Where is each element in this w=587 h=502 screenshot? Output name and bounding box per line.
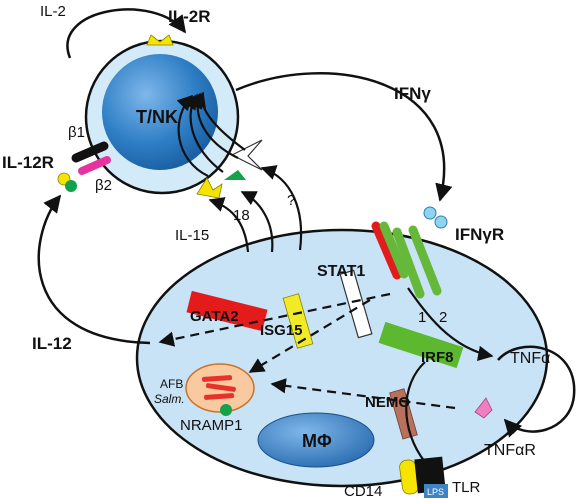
macrophage-nucleus [257,412,375,468]
dash-arrow-gata2 [158,292,391,347]
isg15-label: ISG15 [260,322,303,339]
stat1-label: STAT1 [317,263,365,280]
tnfa-label: TNFα [510,350,550,367]
tnk-label: T/NK [136,107,178,127]
ifng-arrow [235,72,453,202]
macrophage-label: MΦ [302,431,332,451]
il12r-beta2-chain [78,156,111,175]
irf8-bar [378,321,464,369]
macrophage-cell [135,228,549,488]
lps-box [424,484,448,498]
gata2-label: GATA2 [190,308,239,325]
ifngr-label: IFNγR [455,225,504,244]
ifngr-chain-2-label: 2 [439,309,447,326]
isg15-bar [282,293,314,349]
cd14-label: CD14 [344,483,382,500]
lps-label: LPS [427,487,444,497]
tnk-nucleus [102,54,218,170]
tnfa-loop-arrow [497,345,576,438]
unknown-receptor [230,139,263,171]
signal-arrow-4 [191,91,246,151]
nramp1-label: NRAMP1 [180,417,243,434]
question-label: ? [287,192,295,209]
il2r-receptor [146,34,174,46]
irf8-label: IRF8 [421,349,454,366]
il18-label: 18 [233,207,250,224]
ifng-ligand-1 [423,206,437,220]
ifngr-chain-4 [408,225,442,296]
beta2-label: β2 [95,177,112,194]
ifngr-chain-3 [392,227,425,299]
il12-label: IL-12 [32,334,72,353]
stat1-bar [339,269,373,339]
gata2-bar [186,290,268,332]
salmonella-label: Salm. [154,392,185,406]
il12r-beta1-chain [71,141,109,163]
afb-label: AFB [160,377,183,391]
il12r-label: IL-12R [2,153,54,172]
il15-arrow [208,197,250,253]
il18-arrow [240,191,274,253]
tlr-to-irf8-arrow [405,361,426,463]
salmonella-bacterium-2 [205,383,236,392]
ifng-ligand-2 [434,215,448,229]
il2-autocrine-arrow [66,8,187,59]
question-arrow [260,165,303,251]
ifngr-chain-2 [379,221,409,279]
ifngr-chain-1 [371,221,402,280]
tnfar-receptor [474,397,493,419]
nramp1-transporter [220,404,232,416]
il15-label: IL-15 [175,227,209,244]
dash-arrow-tnfar [270,378,456,410]
tlr-label: TLR [452,479,481,496]
dash-arrow-salmonella [248,299,371,373]
il2-label: IL-2 [40,3,66,20]
il18-receptor [224,170,246,180]
ifngr-to-irf8-arrow [407,287,494,361]
ifngr-chain-1-label: 1 [418,309,426,326]
nemo-label: NEMO [365,394,410,411]
il2r-label: IL-2R [168,7,211,26]
ifng-label: IFNγ [394,84,431,103]
salmonella-bacterium-3 [204,393,235,400]
tnfar-label: TNFαR [484,442,536,459]
beta1-label: β1 [68,124,85,141]
il12-arrow [37,194,151,345]
il12-ligand-green [65,180,77,192]
salmonella-bacterium-1 [202,375,233,382]
